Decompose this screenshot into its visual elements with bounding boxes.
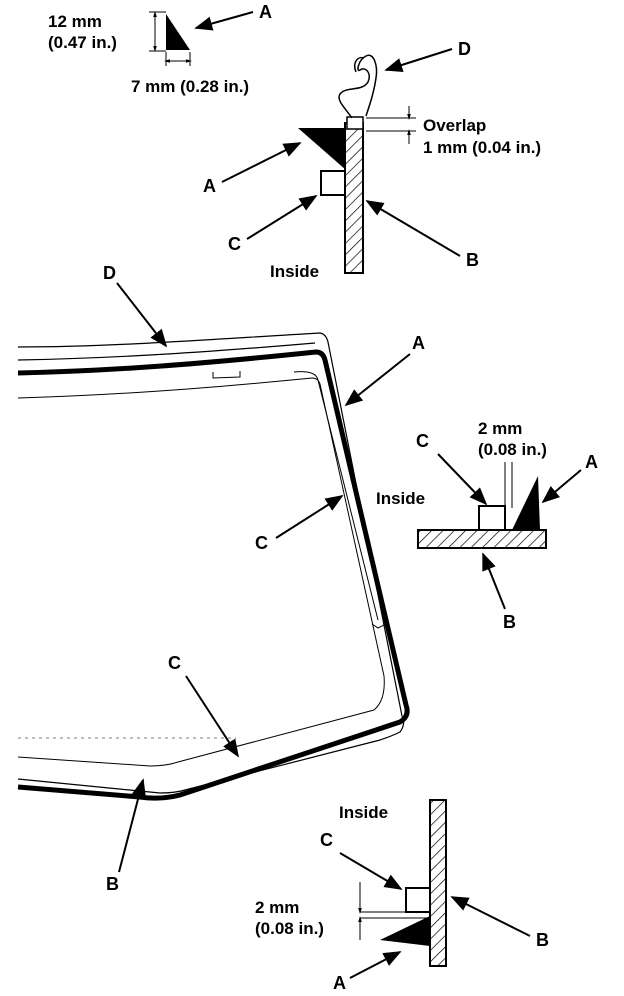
- leader-a-main: [344, 353, 411, 407]
- height-in-text: (0.47 in.): [48, 33, 117, 52]
- dam-wedge-upper: [298, 128, 346, 170]
- lower-section-detail: Inside 2 mm (0.08 in.) C B A: [255, 799, 549, 993]
- leader-a-side: [541, 469, 582, 504]
- inside-text-upper: Inside: [270, 262, 319, 281]
- dam-wedge-lower: [380, 916, 430, 946]
- label-a-main: A: [412, 333, 425, 353]
- molding-squiggle: [338, 54, 378, 119]
- inside-text-side: Inside: [376, 489, 425, 508]
- leader-d-upper: [384, 48, 453, 72]
- leader-d-main: [116, 282, 168, 348]
- dam-wedge-side: [512, 476, 540, 530]
- leader-c-bottom: [185, 675, 239, 758]
- label-a-lower: A: [333, 973, 346, 993]
- leader-b-side: [482, 552, 506, 610]
- leader-a-upper: [221, 142, 302, 183]
- leader-b-upper: [365, 200, 461, 257]
- overlap-value-text: 1 mm (0.04 in.): [423, 138, 541, 157]
- leader-a-lower: [349, 951, 402, 979]
- label-c-upper: C: [228, 234, 241, 254]
- leader-c-side: [437, 453, 488, 506]
- molding-outline: [17, 332, 405, 794]
- spacer-line-end: [371, 623, 387, 629]
- height-mm-text: 12 mm: [48, 12, 102, 31]
- label-a-upper: A: [203, 176, 216, 196]
- gap-mm-text-side: 2 mm: [478, 419, 522, 438]
- label-c-side: C: [416, 431, 429, 451]
- label-a-side: A: [585, 452, 598, 472]
- label-c-bottom: C: [168, 653, 181, 673]
- upper-section-detail: Overlap 1 mm (0.04 in.) D A C B Inside: [203, 39, 541, 281]
- label-c-right: C: [255, 533, 268, 553]
- leader-c-lower: [339, 852, 403, 890]
- label-b-upper: B: [466, 250, 479, 270]
- leader-c-upper: [246, 195, 318, 240]
- glass-edge-spacer: [346, 116, 364, 130]
- body-panel-section: [344, 122, 364, 274]
- spacer-line-right: [293, 371, 379, 621]
- molding-tip: [353, 56, 365, 73]
- dam-triangle-shape: [166, 14, 190, 50]
- body-panel-lower: [429, 799, 447, 967]
- label-b-side: B: [503, 612, 516, 632]
- label-b-main: B: [106, 874, 119, 894]
- leader-b-lower: [450, 896, 531, 937]
- label-d-main: D: [103, 263, 116, 283]
- leader-c-right: [275, 495, 344, 539]
- inside-text-lower: Inside: [339, 803, 388, 822]
- top-clip: [212, 371, 241, 379]
- spacer-block-side: [478, 505, 506, 531]
- gap-in-text-side: (0.08 in.): [478, 440, 547, 459]
- spacer-block-lower: [405, 887, 431, 913]
- width-text: 7 mm (0.28 in.): [131, 77, 249, 96]
- dam-bead-line: [17, 349, 410, 801]
- label-a-top: A: [259, 2, 272, 22]
- label-c-lower: C: [320, 830, 333, 850]
- spacer-block-upper: [320, 170, 346, 196]
- side-section-detail: 2 mm (0.08 in.) Inside C A B: [376, 419, 598, 632]
- overlap-text: Overlap: [423, 116, 486, 135]
- label-b-lower: B: [536, 930, 549, 950]
- leader-a-top: [194, 11, 254, 31]
- leader-b-main: [118, 778, 146, 873]
- gap-mm-text-lower: 2 mm: [255, 898, 299, 917]
- molding-band-upper: [17, 342, 316, 361]
- gap-in-text-lower: (0.08 in.): [255, 919, 324, 938]
- dam-profile-detail: 12 mm (0.47 in.) 7 mm (0.28 in.) A: [48, 2, 272, 96]
- windshield-overview: D A C C B: [17, 263, 425, 894]
- label-d-upper: D: [458, 39, 471, 59]
- body-panel-side: [417, 529, 547, 549]
- glass-inner-edge: [17, 377, 385, 767]
